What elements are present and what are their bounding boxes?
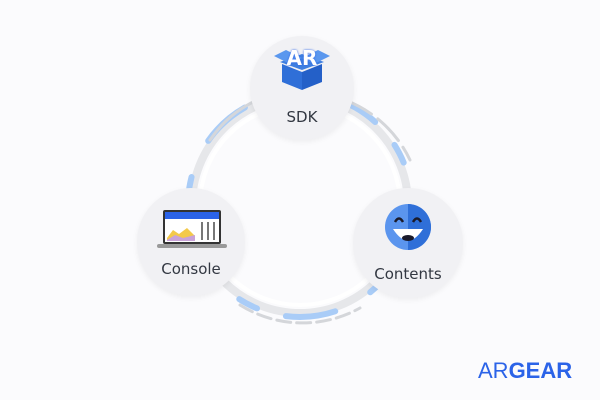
contents-node: Contents	[353, 188, 463, 298]
console-label: Console	[161, 260, 221, 278]
laptop-icon	[157, 210, 227, 248]
sdk-node: AR SDK	[250, 36, 354, 140]
argear-logo: ARGEAR	[478, 358, 573, 383]
console-node: Console	[137, 188, 245, 296]
ar-badge: AR	[286, 46, 318, 70]
box-icon	[274, 50, 330, 90]
sdk-label: SDK	[286, 108, 318, 126]
contents-label: Contents	[374, 265, 442, 283]
smiley-face-icon	[385, 204, 431, 250]
